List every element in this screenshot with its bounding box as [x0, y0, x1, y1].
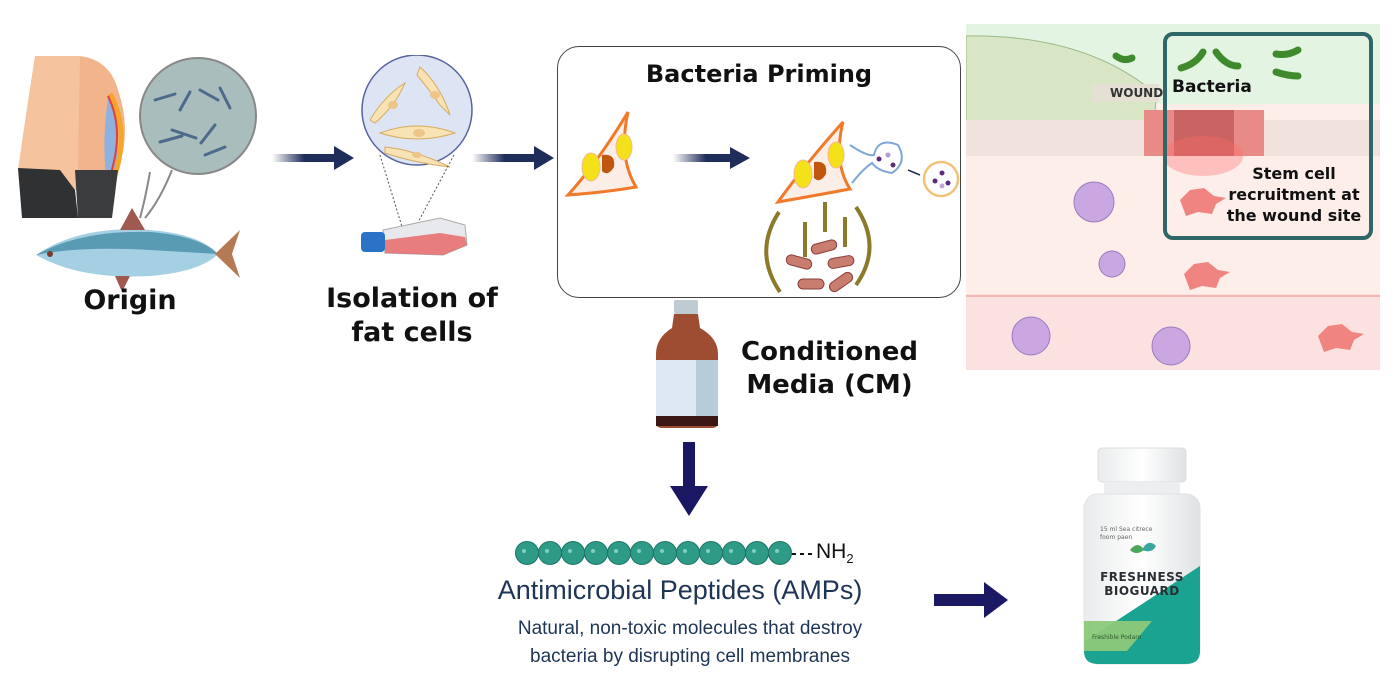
peptide-bead: [607, 541, 631, 565]
peptide-bead-highlight: [568, 549, 572, 553]
nh2-subscript: 2: [846, 551, 854, 567]
peptide-bead-highlight: [545, 549, 549, 553]
wound-healing-panel: WOUND Bacteria Stem cell recruitment at …: [966, 24, 1380, 370]
stem-cells-icon: [1180, 188, 1364, 352]
stem-cell-label-line2: recruitment at: [1228, 184, 1360, 204]
origin-illustration: [0, 50, 270, 300]
conditioned-media-label: Conditioned Media (CM): [732, 336, 927, 401]
peptide-bead: [676, 541, 700, 565]
bacteria-label: Bacteria: [1172, 77, 1252, 97]
bacteria-priming-panel: Bacteria Priming: [557, 46, 961, 298]
peptide-bead-highlight: [729, 549, 733, 553]
peptide-bead-highlight: [522, 549, 526, 553]
peptide-bead-highlight: [637, 549, 641, 553]
peptide-bead: [722, 541, 746, 565]
cm-label-line2: Media (CM): [746, 369, 913, 400]
peptide-bead: [538, 541, 562, 565]
vesicle-icon: [849, 141, 960, 198]
human-abdomen-fat-icon: [18, 56, 125, 218]
product-brand: FRESHNESS BIOGUARD: [1082, 570, 1202, 599]
stem-cell-callout-frame: [1163, 32, 1373, 240]
peptide-bead: [745, 541, 769, 565]
peptide-chain-icon: [515, 539, 815, 571]
peptide-bead-highlight: [591, 549, 595, 553]
peptide-bead: [630, 541, 654, 565]
medicine-bottle-icon: [652, 298, 722, 434]
stem-cell-label-line1: Stem cell: [1252, 164, 1336, 183]
product-small-text: 15 ml Sea citrece foom paen: [1100, 526, 1152, 542]
bacteria-rods-icon: [1112, 46, 1302, 80]
right-arrow-to-product-icon: [934, 582, 1008, 622]
stem-cell-label-line3: the wound site: [1226, 205, 1362, 225]
product-small-text-line2: foom paen: [1100, 533, 1133, 541]
peptide-bead: [561, 541, 585, 565]
amp-description-line2: bacteria by disrupting cell membranes: [530, 645, 850, 667]
amp-description-line1: Natural, non-toxic molecules that destro…: [517, 618, 863, 639]
peptide-bead: [653, 541, 677, 565]
peptide-bead-highlight: [775, 549, 779, 553]
cm-label-line1: Conditioned: [741, 337, 918, 367]
peptide-bead: [515, 541, 539, 565]
nh2-text: NH: [816, 540, 847, 563]
product-small-text-line1: 15 ml Sea citrece: [1100, 526, 1153, 533]
origin-label: Origin: [83, 285, 177, 316]
priming-title: Bacteria Priming: [645, 60, 873, 88]
primed-stem-cell-icon: [774, 121, 853, 205]
isolation-illustration: [355, 54, 480, 265]
amp-title: Antimicrobial Peptides (AMPs): [497, 575, 863, 605]
isolation-label: Isolation of fat cells: [312, 282, 512, 350]
peptide-bead: [584, 541, 608, 565]
immune-cells-icon: [1011, 181, 1191, 366]
peptide-bead-highlight: [660, 549, 664, 553]
peptide-bead: [699, 541, 723, 565]
peptide-bead-highlight: [683, 549, 687, 553]
amp-description: Natural, non-toxic molecules that destro…: [470, 615, 910, 670]
bacteria-icon: [785, 239, 855, 293]
peptide-bead-highlight: [706, 549, 710, 553]
flow-arrow-origin-to-isolation: [272, 146, 357, 170]
product-brand-line2: BIOGUARD: [1104, 584, 1180, 599]
isolation-label-line2: fat cells: [351, 316, 473, 348]
product-bottle: 15 ml Sea citrece foom paen FRESHNESS BI…: [1082, 446, 1202, 668]
right-arrow-icon: [472, 146, 554, 170]
nh2-terminal-label: NH2: [816, 540, 854, 566]
peptide-bead: [768, 541, 792, 565]
bacteria-exchange-arrows-icon: [764, 202, 872, 294]
product-footer-text: Freshible Podaro: [1092, 634, 1142, 641]
stem-cell-icon: [564, 111, 639, 197]
right-arrow-icon: [272, 146, 354, 170]
product-brand-line1: FRESHNESS: [1100, 570, 1184, 584]
down-arrow-icon: [670, 442, 708, 520]
isolation-label-line1: Isolation of: [326, 283, 498, 314]
fat-cells-magnified-icon: [361, 54, 473, 168]
fish-icon: [36, 208, 240, 292]
wound-label: WOUND: [1110, 86, 1164, 100]
stem-cell-recruitment-label: Stem cell recruitment at the wound site: [1224, 164, 1364, 226]
cell-micrograph-icon: [139, 57, 257, 219]
priming-arrow-icon: [673, 147, 750, 169]
culture-flask-icon: [361, 217, 468, 256]
peptide-bead-highlight: [614, 549, 618, 553]
peptide-bead-highlight: [752, 549, 756, 553]
flow-arrow-isolation-to-priming: [472, 146, 557, 170]
